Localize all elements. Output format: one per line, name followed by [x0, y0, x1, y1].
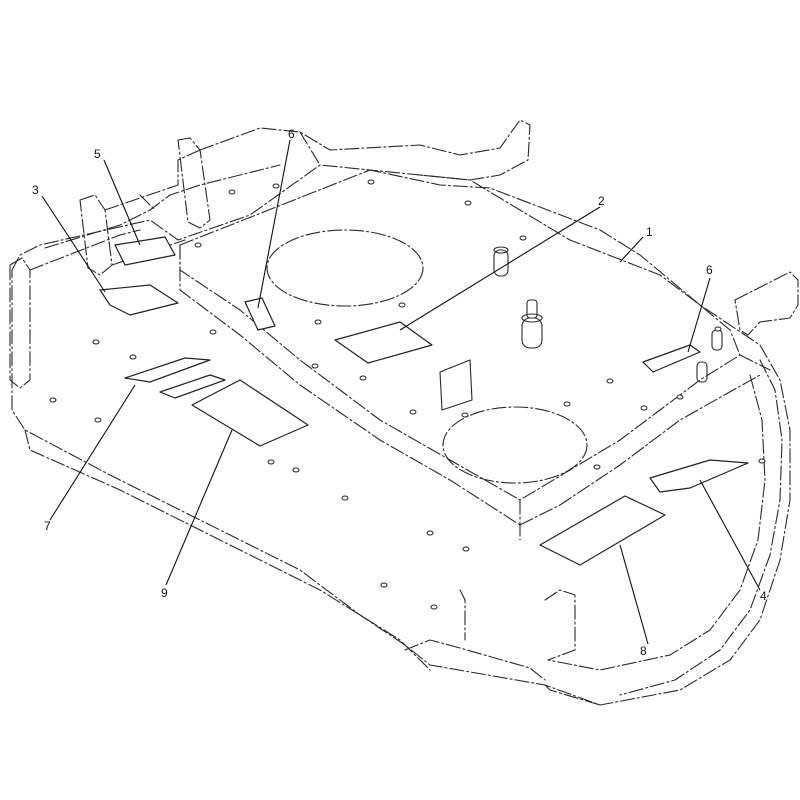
callout-2: 2 — [598, 194, 605, 208]
leader-1 — [619, 236, 644, 263]
leader-2 — [399, 206, 601, 331]
decal-2 — [334, 321, 433, 364]
decal-8 — [539, 495, 666, 566]
decal-5 — [114, 236, 176, 266]
decal-4 — [649, 459, 749, 493]
callout-4: 4 — [760, 589, 767, 603]
mounting-holes — [49, 179, 766, 610]
mower-deck-outline — [9, 119, 799, 706]
callout-1: 1 — [646, 225, 653, 239]
decals — [99, 236, 749, 566]
callout-6-right: 6 — [706, 263, 713, 277]
spindle-parts — [439, 246, 723, 411]
leader-8 — [619, 544, 649, 645]
leader-7 — [49, 384, 136, 521]
callout-6-top: 6 — [288, 127, 295, 141]
leader-lines — [41, 139, 761, 645]
callout-5: 5 — [94, 147, 101, 161]
decal-7a — [124, 357, 211, 383]
leader-4 — [699, 479, 761, 591]
leader-6b — [687, 277, 711, 353]
leader-5 — [103, 159, 141, 246]
callout-7: 7 — [44, 519, 51, 533]
leader-3 — [41, 195, 106, 293]
callout-8: 8 — [640, 644, 647, 658]
spindle-openings — [266, 229, 588, 484]
callouts: 1 2 3 4 5 6 6 7 8 9 — [32, 127, 767, 658]
decal-7b — [159, 374, 226, 399]
leader-9 — [165, 429, 233, 586]
decal-6-right — [642, 344, 701, 373]
callout-9: 9 — [161, 586, 168, 600]
leader-6a — [257, 139, 291, 309]
decal-6-left — [244, 297, 276, 331]
decal-9 — [191, 379, 309, 447]
callout-3: 3 — [32, 183, 39, 197]
decal-3 — [99, 284, 179, 316]
